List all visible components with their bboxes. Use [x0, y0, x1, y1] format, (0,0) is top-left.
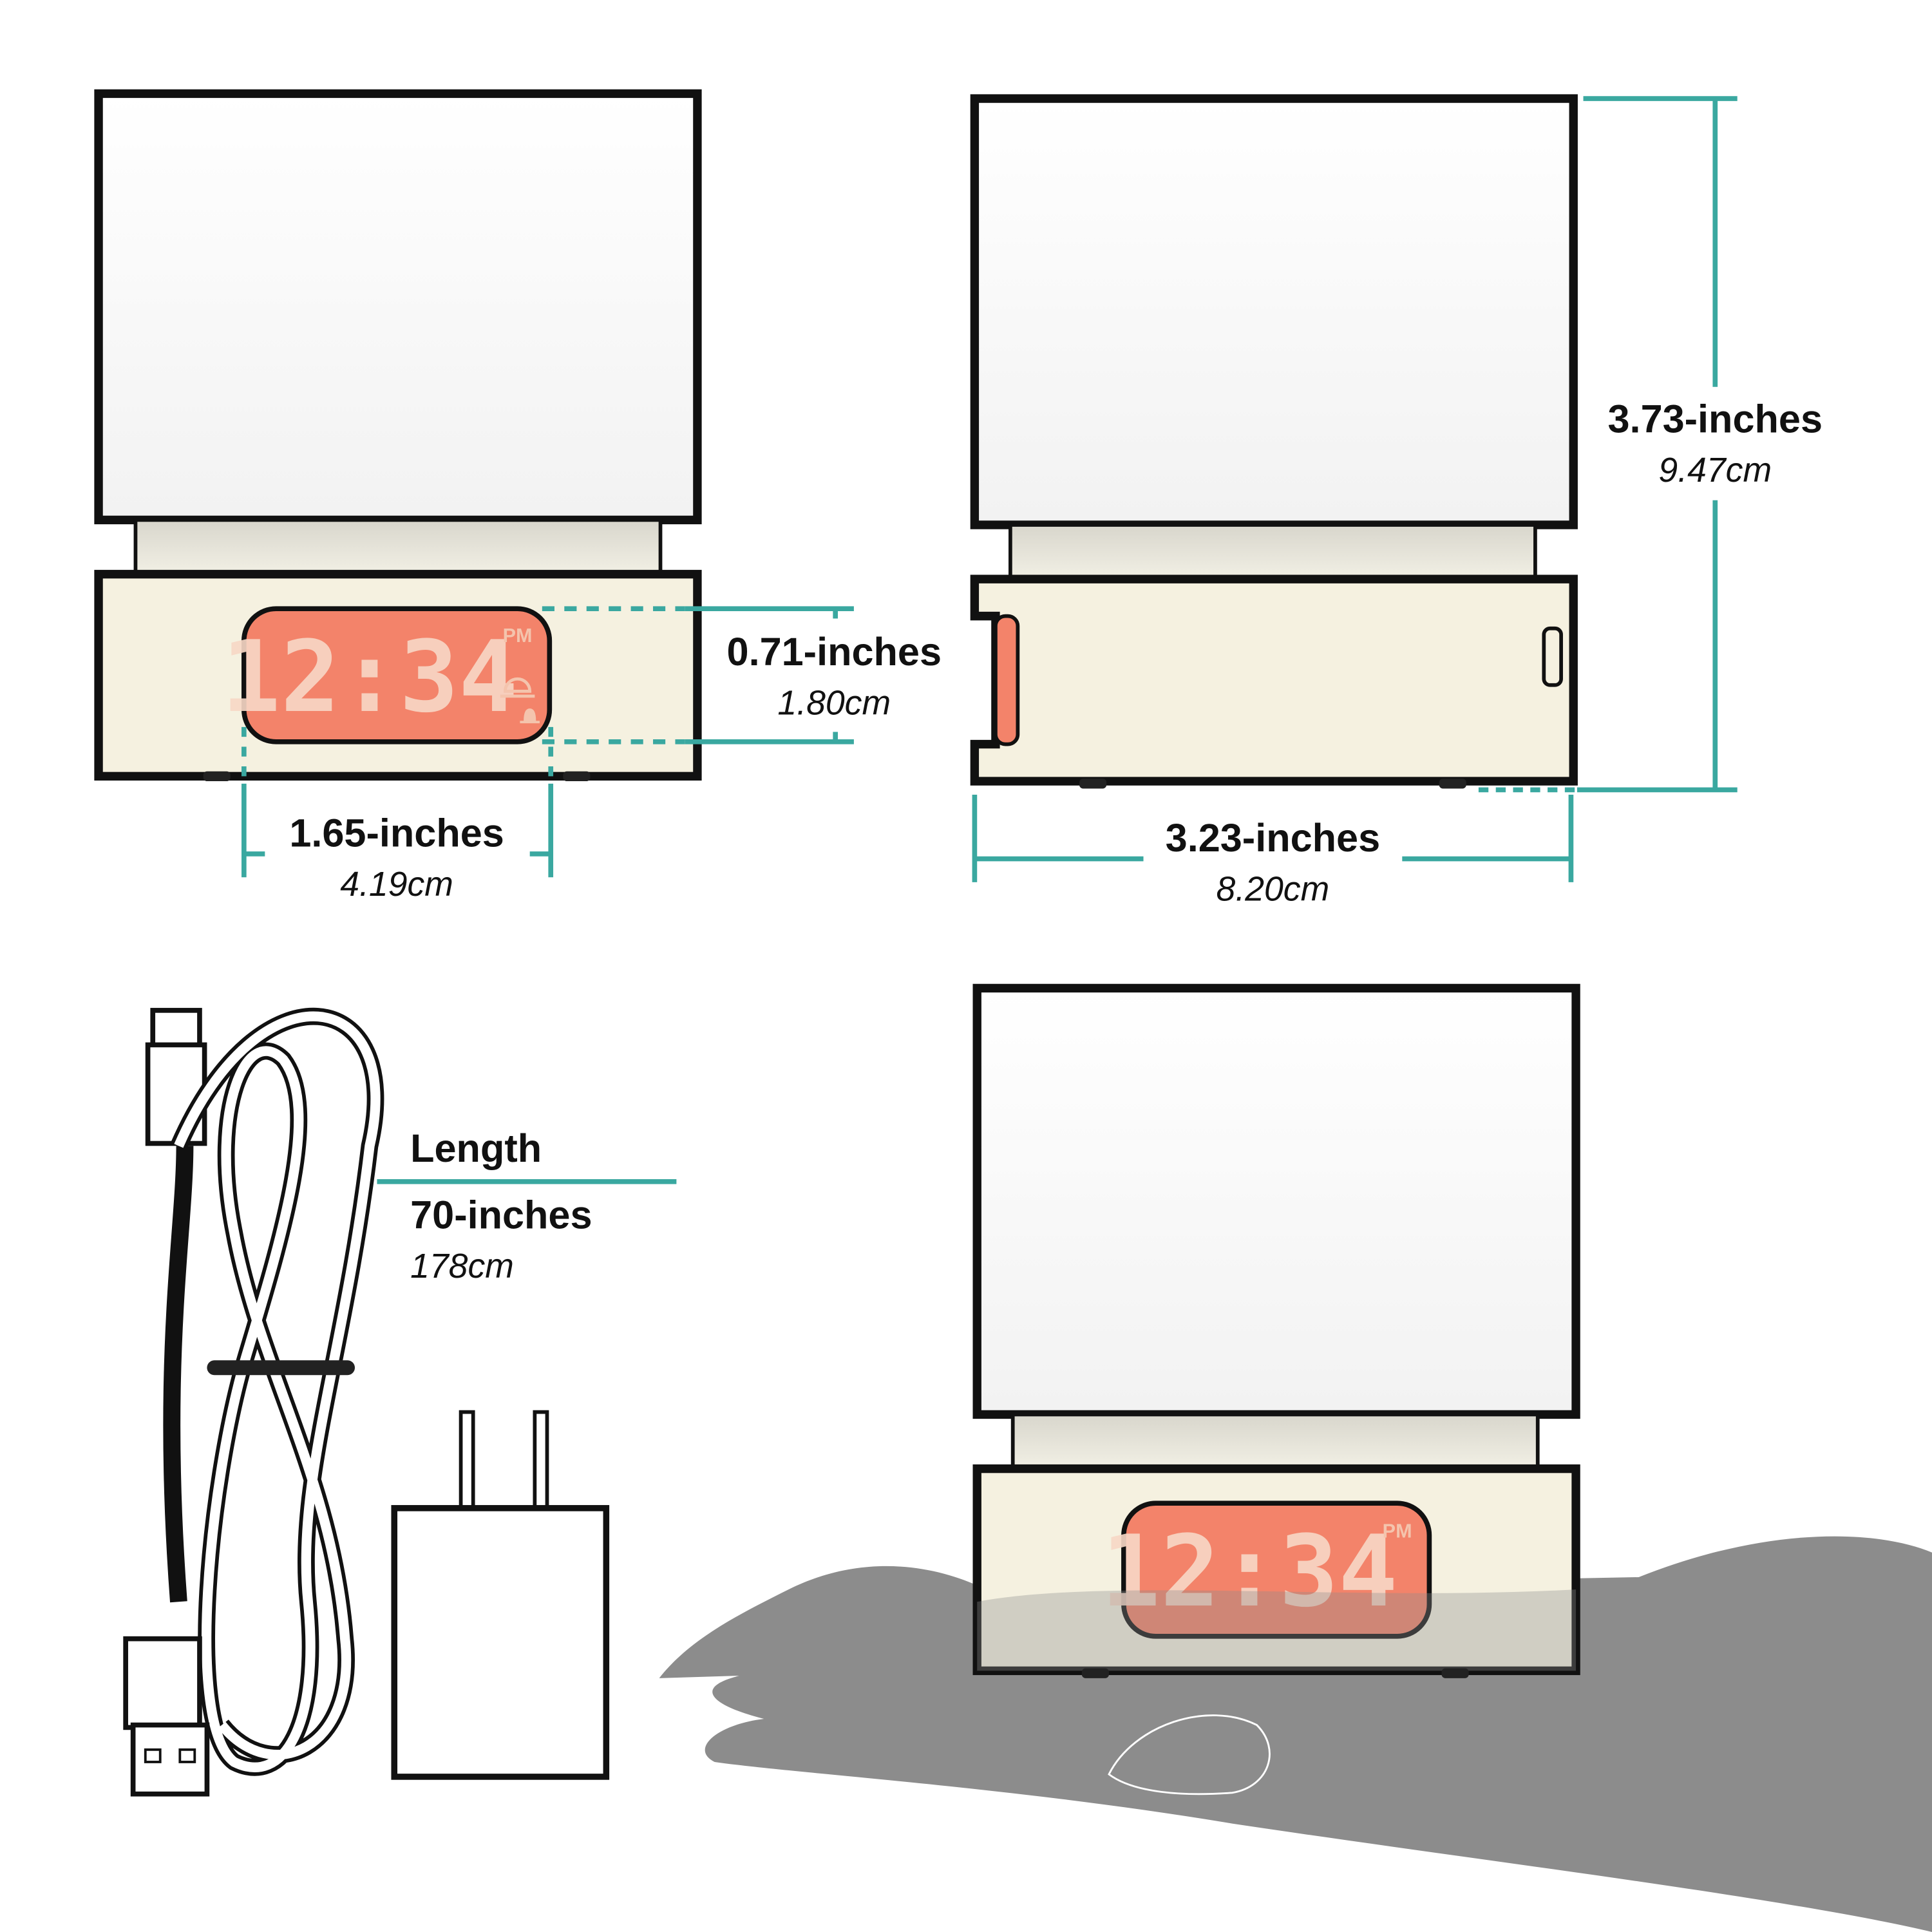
- display-height-dimension-line: [542, 606, 854, 744]
- thumb-overlay: [977, 1589, 1577, 1671]
- display-width-cm: 4.19cm: [340, 866, 453, 904]
- cable-length-inches: 70-inches: [410, 1193, 592, 1237]
- usb-cable: [123, 1007, 384, 1797]
- cable-length-title: Length: [410, 1126, 542, 1170]
- height-inches: 3.73-inches: [1608, 397, 1823, 441]
- display-height-cm: 1.80cm: [777, 685, 891, 723]
- height-cm: 9.47cm: [1658, 451, 1772, 489]
- lamp-neck: [1009, 523, 1537, 583]
- lamp-neck: [133, 518, 663, 579]
- display-width-dimension-line: [242, 726, 554, 878]
- clock-time: 12:34: [1101, 1515, 1398, 1629]
- depth-dimension-line: [972, 795, 1574, 882]
- front-view: 12:34 PM 0.71-inches 1.80cm 1.65-inches …: [94, 89, 942, 904]
- depth-cm: 8.20cm: [1217, 871, 1330, 909]
- lamp-shade: [972, 983, 1580, 1419]
- lamp-shade: [94, 89, 702, 525]
- lamp-shade: [970, 94, 1578, 529]
- side-view: 3.73-inches 9.47cm 3.23-inches 8.20cm: [970, 94, 1823, 909]
- cable-length-cm: 178cm: [410, 1247, 514, 1285]
- clock-display: 12:34 PM: [222, 606, 553, 744]
- clock-base: [970, 574, 1578, 786]
- power-adapter: [391, 1410, 610, 1780]
- side-button: [1542, 626, 1563, 687]
- bell-icon: [520, 708, 540, 724]
- clock-time: 12:34: [222, 620, 518, 735]
- cable-tie: [207, 1360, 355, 1376]
- display-height-inches: 0.71-inches: [727, 630, 942, 674]
- pm-indicator: PM: [503, 625, 533, 647]
- hand-scale-view: 12:34 PM: [659, 983, 1932, 1932]
- display-width-inches: 1.65-inches: [289, 811, 504, 855]
- height-dimension-line: [1478, 96, 1738, 793]
- depth-inches: 3.23-inches: [1166, 816, 1380, 860]
- pm-indicator: PM: [1383, 1520, 1412, 1542]
- sunrise-icon: [500, 677, 535, 698]
